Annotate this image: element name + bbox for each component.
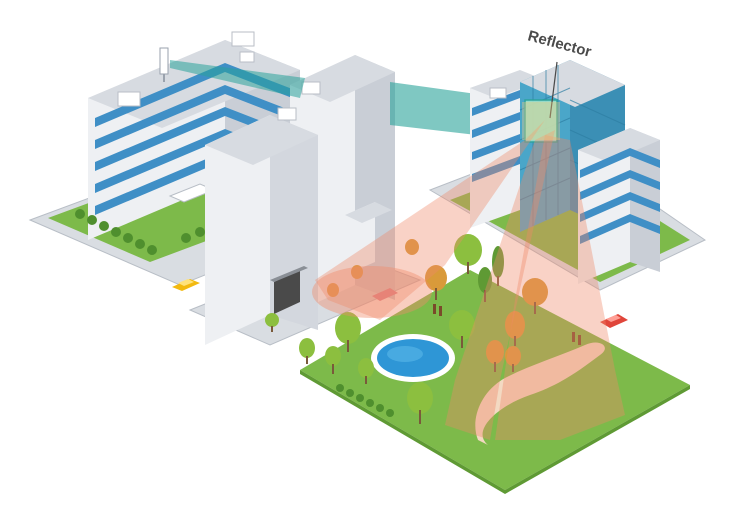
coverage-beam-center (445, 130, 555, 440)
tree (454, 234, 482, 274)
tree (407, 382, 433, 424)
tree (478, 267, 492, 302)
tree (425, 265, 447, 300)
park-ground-edge-right (505, 385, 690, 494)
coverage-beam-right (495, 135, 625, 440)
park-ground-edge (300, 370, 505, 494)
antenna-beam (170, 60, 305, 98)
reflector-label: Reflector (526, 27, 593, 60)
tree (327, 283, 339, 297)
tree (351, 265, 363, 279)
right-building-back-left (470, 70, 545, 228)
tree (522, 278, 548, 314)
pink-car (372, 288, 398, 301)
park-ground (300, 270, 690, 490)
reflector-glow (522, 102, 560, 140)
right-building-front (578, 128, 660, 284)
tree (505, 311, 525, 346)
coverage-beam-left (315, 120, 545, 320)
coverage-spot-left (312, 266, 432, 318)
annex-building (345, 202, 392, 275)
tree (335, 312, 361, 352)
hedge-row (75, 209, 205, 255)
tree (325, 346, 341, 374)
tree (358, 358, 374, 384)
tree (299, 338, 315, 364)
park-path (475, 342, 605, 445)
tree (449, 310, 475, 348)
pond (371, 334, 455, 382)
tree (492, 246, 504, 286)
antenna-icon (159, 47, 169, 82)
red-car (600, 314, 628, 328)
center-building-front (205, 107, 318, 345)
tree (265, 313, 279, 332)
tree (505, 346, 521, 372)
yellow-car (172, 279, 200, 291)
tree (486, 340, 504, 372)
people (433, 304, 581, 345)
tree (405, 239, 419, 255)
park-hedge (336, 384, 394, 417)
